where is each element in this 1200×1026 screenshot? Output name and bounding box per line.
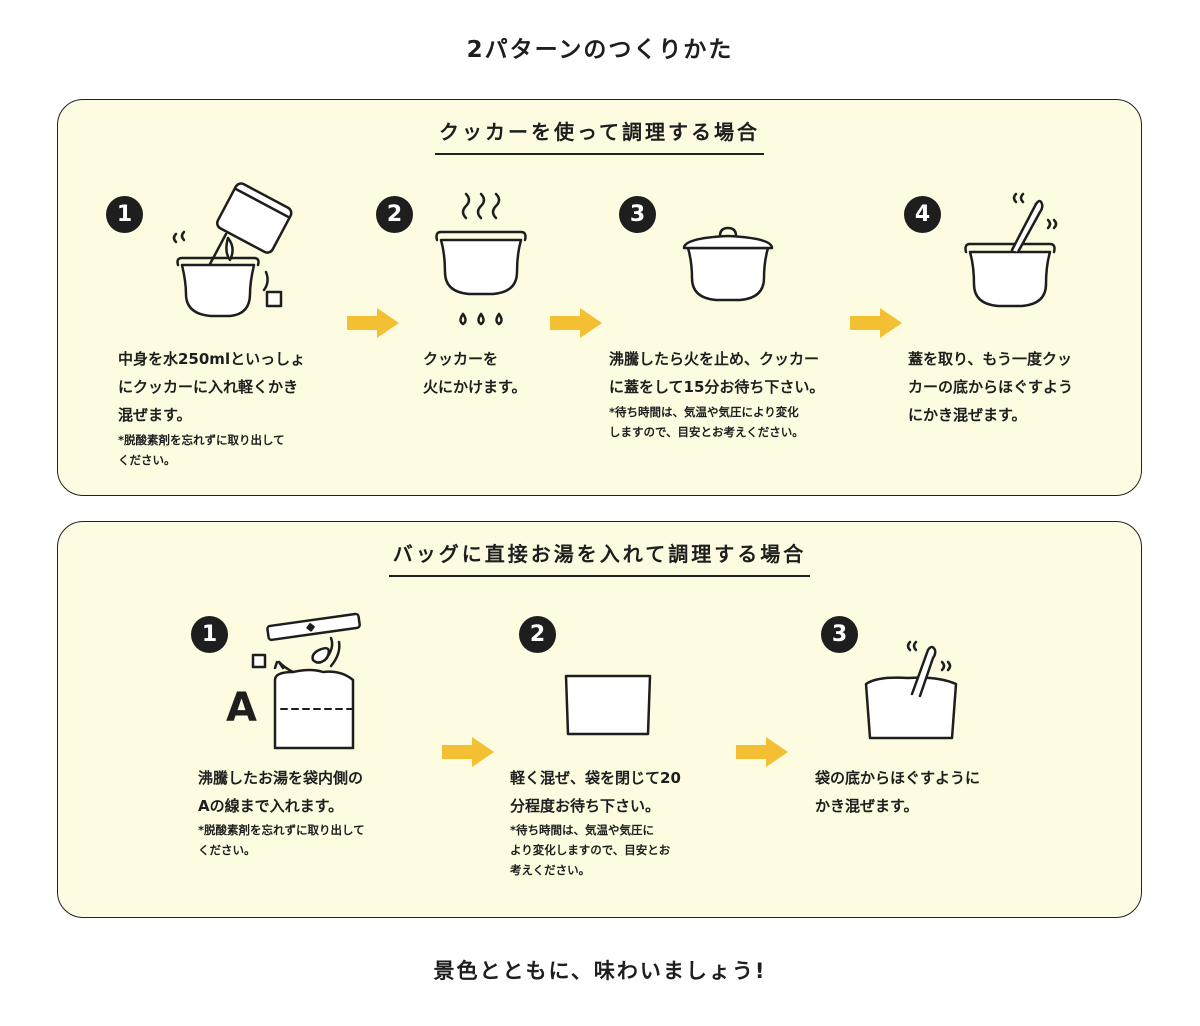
step-note-line: *待ち時間は、気温や気圧により変化 (609, 405, 799, 419)
bag-section-title: バッグに直接お湯を入れて調理する場合 (388, 538, 811, 577)
arrow-right-icon (550, 308, 602, 338)
cooker-method-panel: クッカーを使って調理する場合 1 中身を水250mlといっしょ にクッカーに入れ… (57, 99, 1142, 496)
step-line: 中身を水250mlといっしょ (118, 350, 306, 368)
step-number-badge: 3 (619, 196, 656, 233)
step-line: にクッカーに入れ軽くかき (118, 378, 299, 396)
bag-method-panel: バッグに直接お湯を入れて調理する場合 1 A 沸騰したお湯を袋内側の Aの線まで… (57, 521, 1142, 918)
step-note-line: *脱酸素剤を忘れずに取り出して (198, 823, 365, 837)
step-note-line: *待ち時間は、気温や気圧に (510, 823, 655, 837)
step-line: 火にかけます。 (423, 378, 527, 396)
step-line: カーの底からほぐすよう (908, 378, 1074, 396)
step-line: にかき混ぜます。 (908, 406, 1027, 424)
line-a-marker: A (226, 685, 257, 731)
step-line: 蓋を取り、もう一度クッ (908, 350, 1072, 368)
lidded-cooker-icon (682, 226, 774, 302)
arrow-right-icon (736, 737, 788, 767)
step-line: クッカーを (423, 350, 499, 368)
step-line: かき混ぜます。 (815, 797, 919, 815)
pour-into-bag-icon (251, 612, 361, 750)
step-line: に蓋をして15分お待ち下さい。 (609, 378, 825, 396)
step-note-line: ください。 (198, 843, 256, 857)
step-line: 沸騰したら火を止め、クッカー (609, 350, 820, 368)
step-line: 沸騰したお湯を袋内側の (198, 769, 364, 787)
step-number-badge: 3 (821, 616, 858, 653)
step-line: 袋の底からほぐすように (815, 769, 981, 787)
stir-cooker-icon (964, 192, 1058, 308)
step-number-badge: 1 (191, 616, 228, 653)
step-number-badge: 4 (904, 196, 941, 233)
sealed-bag-icon (564, 674, 652, 736)
page-title: 2パターンのつくりかた (466, 37, 734, 63)
step-number-badge: 2 (519, 616, 556, 653)
arrow-right-icon (347, 308, 399, 338)
cooker-section-title: クッカーを使って調理する場合 (435, 116, 764, 155)
closing-message: 景色とともに、味わいましょう! (433, 959, 767, 983)
step-note-line: しますので、目安とお考えください。 (609, 425, 804, 439)
step-line: 混ぜます。 (118, 406, 192, 424)
stir-bag-icon (864, 640, 958, 740)
step-note-line: ください。 (118, 453, 176, 467)
step-note-line: 考えください。 (510, 863, 591, 877)
step-line: 軽く混ぜ、袋を閉じて20 (510, 769, 681, 787)
step-note-line: より変化しますので、目安とお (510, 843, 671, 857)
arrow-right-icon (442, 737, 494, 767)
step-number-badge: 1 (106, 196, 143, 233)
step-line: 分程度お待ち下さい。 (510, 797, 661, 815)
pour-into-cooker-icon (172, 182, 293, 318)
step-number-badge: 2 (376, 196, 413, 233)
step-note-line: *脱酸素剤を忘れずに取り出して (118, 433, 285, 447)
cooker-on-flame-icon (435, 192, 527, 326)
arrow-right-icon (850, 308, 902, 338)
step-line: Aの線まで入れます。 (198, 797, 344, 815)
